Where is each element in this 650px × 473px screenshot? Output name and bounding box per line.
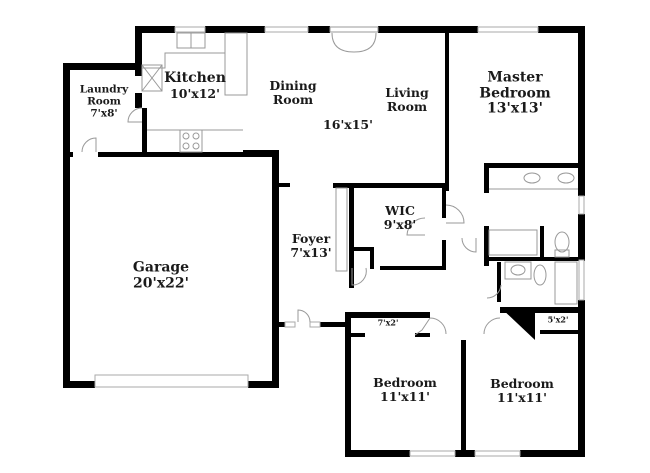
closet-label-bedroom2: 7'x2' — [377, 317, 399, 328]
laundry-name-1: Laundry — [79, 83, 129, 96]
kitchen-name: Kitchen — [164, 70, 226, 87]
foyer-name: Foyer — [291, 231, 331, 246]
foyer-dims: 7'x13' — [290, 245, 332, 260]
dining-name-2: Room — [272, 92, 314, 107]
room-label-dining: Dining Room — [269, 79, 316, 107]
master-name-1: Master — [487, 69, 543, 86]
living-dims: 16'x15' — [323, 117, 373, 132]
laundry-name-2: Room — [87, 95, 121, 108]
closet-label-bedroom3: 5'x2' — [547, 314, 569, 325]
master-dims: 13'x13' — [487, 100, 543, 117]
bedroom2-name: Bedroom — [373, 375, 437, 390]
room-label-garage: Garage 20'x22' — [133, 260, 189, 291]
living-name-1: Living — [385, 85, 429, 100]
master-name-2: Bedroom — [479, 85, 551, 102]
living-dining-dims: 16'x15' — [323, 118, 373, 132]
kitchen-dims: 10'x12' — [170, 85, 220, 101]
room-label-bedroom2: Bedroom 11'x11' — [373, 376, 437, 404]
wic-dims: 9'x8' — [383, 217, 417, 232]
fixtures — [81, 26, 578, 336]
garage-dims: 20'x22' — [133, 275, 189, 291]
garage-name: Garage — [132, 259, 190, 276]
closet2-dims: 7'x2' — [377, 317, 399, 328]
bedroom3-dims: 11'x11' — [497, 390, 547, 405]
room-label-kitchen: Kitchen 10'x12' — [164, 70, 226, 101]
laundry-dims: 7'x8' — [90, 106, 118, 119]
dining-name-1: Dining — [269, 78, 317, 93]
room-label-foyer: Foyer 7'x13' — [290, 232, 331, 260]
bedroom2-dims: 11'x11' — [380, 389, 430, 404]
room-label-wic: WIC 9'x8' — [384, 204, 417, 232]
closet3-dims: 5'x2' — [547, 314, 569, 325]
exterior-walls — [63, 26, 585, 457]
bedroom3-name: Bedroom — [490, 376, 554, 391]
room-label-living: Living Room — [385, 86, 428, 114]
room-label-master: Master Bedroom 13'x13' — [479, 70, 550, 117]
room-label-laundry: Laundry Room 7'x8' — [80, 84, 128, 119]
windows — [94, 26, 585, 457]
room-label-bedroom3: Bedroom 11'x11' — [490, 377, 554, 405]
living-name-2: Room — [386, 99, 428, 114]
wic-name: WIC — [385, 203, 415, 218]
